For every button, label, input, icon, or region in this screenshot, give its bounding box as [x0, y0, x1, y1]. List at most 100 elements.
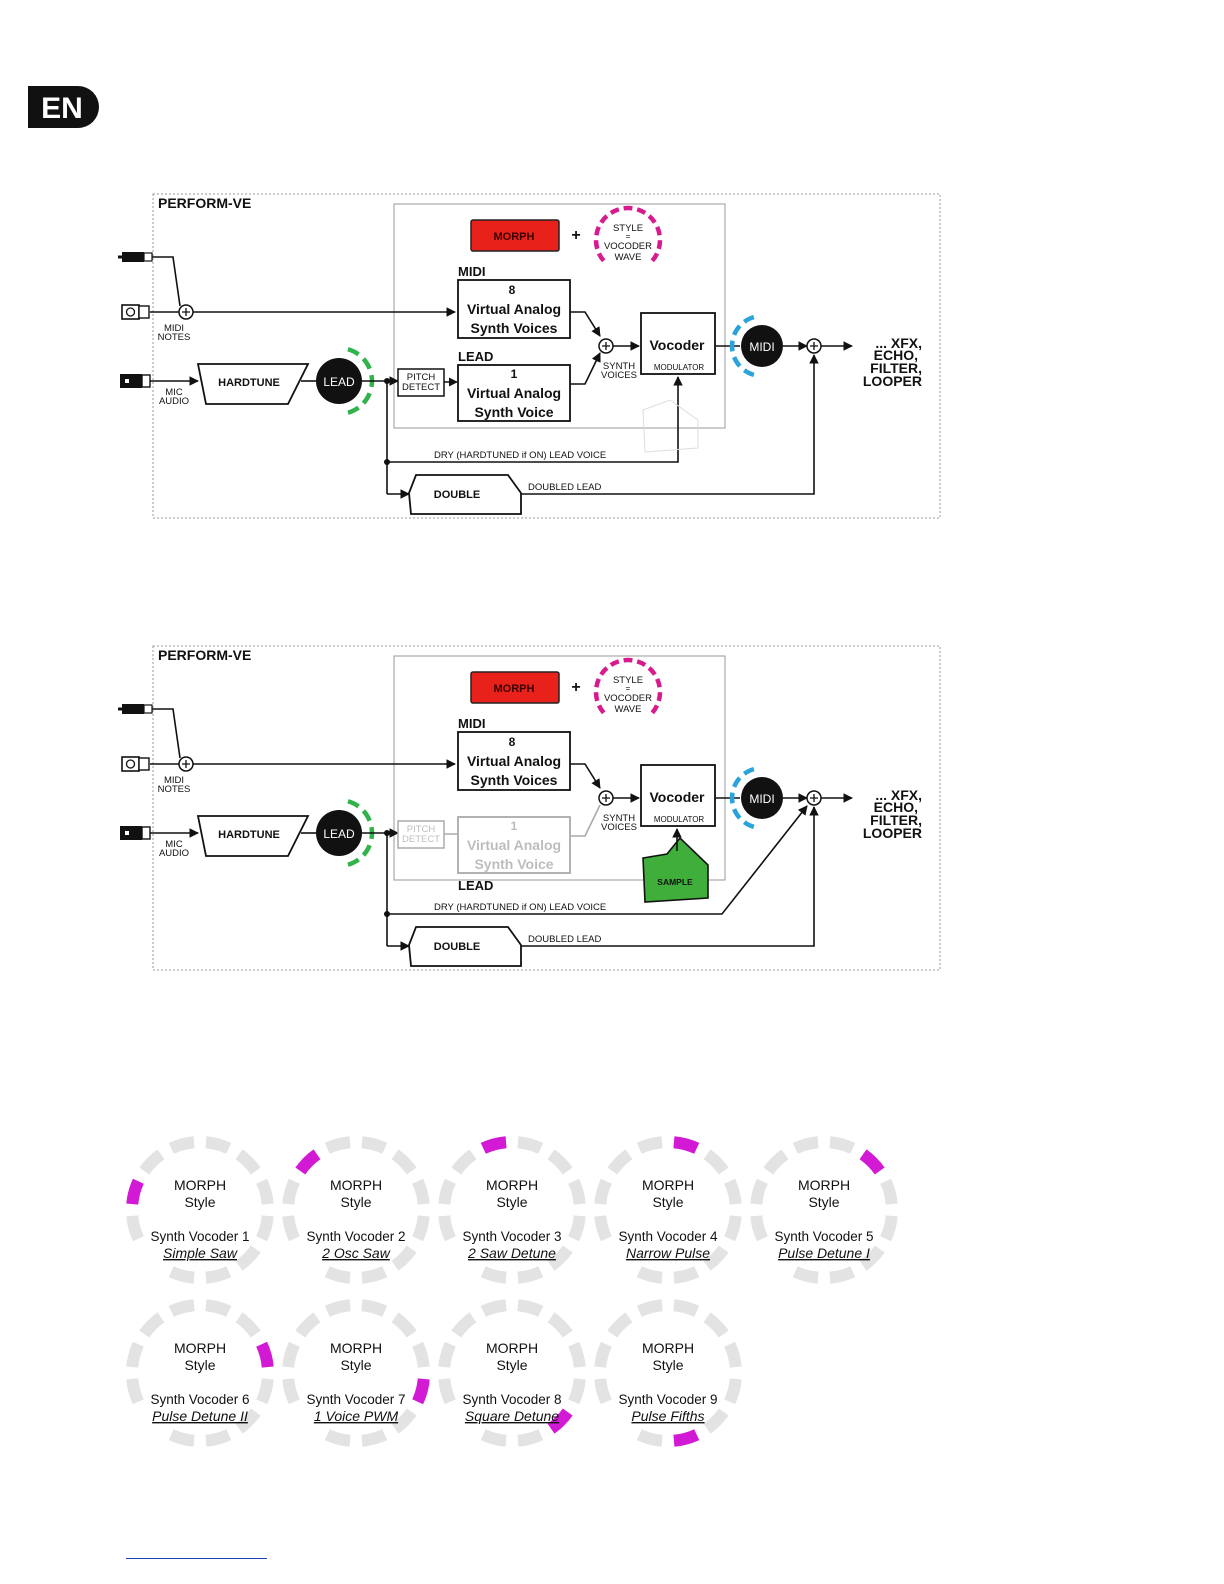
style-dial-segment: [594, 1178, 612, 1205]
morph-button[interactable]: [470, 219, 560, 252]
lead-knob[interactable]: [316, 358, 362, 404]
style-dial-line3: VOCODER: [604, 693, 652, 704]
dry-lead-to-output-arrow: [387, 805, 808, 915]
synth-voices-line2: VOICES: [601, 370, 637, 381]
synth-voices-line2: VOICES: [601, 822, 637, 833]
output-line2: ECHO,: [874, 347, 918, 363]
style-dial-name: Synth Vocoder 7: [306, 1392, 405, 1407]
mic-xlr-jack-icon: [120, 826, 151, 840]
style-dial-segment: [703, 1149, 729, 1175]
style-dial-segment: [673, 1299, 700, 1317]
midi-din-jack-icon: [121, 304, 150, 320]
style-dial-segment: [168, 1429, 195, 1447]
lead-section-label: LEAD: [458, 349, 493, 364]
style-dial-name: Synth Vocoder 6: [150, 1392, 249, 1407]
voice1-to-sum-arrow: [570, 804, 601, 837]
style-dial-style: Style: [184, 1194, 215, 1210]
pitch-detect-line1: PITCH: [407, 372, 436, 383]
synth-voices-8-count: 8: [509, 283, 516, 297]
style-dial-ring-segment: [599, 214, 609, 224]
style-dial-segment: [205, 1429, 232, 1447]
style-dial-segment: [205, 1266, 232, 1284]
style-dial-segment: [568, 1378, 586, 1405]
style-dial-active-segment: [673, 1136, 700, 1154]
style-dial-segment: [829, 1136, 856, 1154]
style-dial-segment: [517, 1136, 544, 1154]
midi-knob[interactable]: [741, 325, 783, 367]
voice1-to-sum-arrow: [570, 352, 601, 385]
style-dial-ring-segment: [609, 207, 620, 215]
style-dial-preset: Pulse Detune I: [778, 1245, 870, 1261]
style-dial-segment: [438, 1215, 456, 1242]
style-dial-segment: [126, 1215, 144, 1242]
style-dial-segment: [282, 1215, 300, 1242]
style-dial-segment: [607, 1312, 633, 1338]
perform-ve-frame: [152, 645, 941, 971]
style-dial-line4: WAVE: [615, 252, 642, 263]
style-dial-active-segment: [480, 1136, 507, 1154]
style-dial-segment: [763, 1149, 789, 1175]
style-dial-style: Style: [340, 1194, 371, 1210]
style-dial-segment: [205, 1299, 232, 1317]
style-dial-morph: MORPH: [486, 1340, 538, 1356]
pitch-detect-line1: PITCH: [407, 824, 436, 835]
output-line4: LOOPER: [863, 373, 922, 389]
footer-link-rule: [126, 1558, 267, 1559]
style-dial-segment: [594, 1378, 612, 1405]
style-dial-segment: [412, 1215, 430, 1242]
style-dial-segment: [568, 1215, 586, 1242]
midi-knob-ring: [729, 766, 755, 830]
midi-notes-line1: MIDI: [164, 323, 184, 334]
style-dial-style: Style: [652, 1357, 683, 1373]
lead-knob-ring-segment: [347, 347, 360, 357]
style-dial-morph: MORPH: [642, 1177, 694, 1193]
style-dial-segment: [880, 1178, 898, 1205]
synth-section-frame: [393, 655, 726, 881]
style-dial-preset: Pulse Fifths: [631, 1408, 704, 1424]
hardtune-block: [196, 815, 310, 857]
synth-voices-8-line2: Synth Voices: [471, 320, 558, 336]
vocoder-sub: MODULATOR: [654, 815, 705, 824]
lead-knob[interactable]: [316, 810, 362, 856]
style-dial-style: Style: [340, 1357, 371, 1373]
style-dial-preset: 2 Saw Detune: [467, 1245, 556, 1261]
style-dial-segment: [361, 1266, 388, 1284]
output-line2: ECHO,: [874, 799, 918, 815]
sample-block: [642, 836, 709, 903]
style-dial-style: Style: [496, 1357, 527, 1373]
style-dial-ring-segment: [655, 225, 662, 236]
midi-knob-label: MIDI: [749, 792, 774, 806]
vocoder-block: [640, 764, 716, 827]
style-dial-name: Synth Vocoder 3: [462, 1229, 561, 1244]
perform-ve-frame: [152, 193, 941, 519]
doubled-lead-arrow: [521, 806, 819, 947]
style-dial-active-segment: [295, 1149, 321, 1175]
style-dial-ring-segment: [594, 225, 601, 236]
sample-label: SAMPLE: [657, 877, 693, 887]
style-dial-segment: [235, 1245, 261, 1271]
midi-knob[interactable]: [741, 777, 783, 819]
lead-knob-label: LEAD: [323, 375, 355, 389]
doubled-lead-arrow: [521, 354, 819, 495]
pitch-detect-block: [397, 820, 445, 849]
language-badge-label: EN: [41, 92, 83, 125]
morph-button[interactable]: [470, 671, 560, 704]
synth-voice-1-count: 1: [511, 367, 518, 381]
style-dial-name: Synth Vocoder 5: [774, 1229, 873, 1244]
synth-voice-1-block: [457, 364, 571, 422]
style-dial-style: Style: [496, 1194, 527, 1210]
style-dial-style: Style: [808, 1194, 839, 1210]
midi-knob-ring: [729, 314, 755, 378]
synth-voices-8-line2: Synth Voices: [471, 772, 558, 788]
style-dial-segment: [703, 1312, 729, 1338]
style-dial-morph: MORPH: [174, 1177, 226, 1193]
style-dial-ring-segment: [647, 214, 657, 224]
midi-section-label: MIDI: [458, 716, 485, 731]
style-dial-active-segment: [859, 1149, 885, 1175]
style-dial-segment: [480, 1266, 507, 1284]
double-block: [408, 926, 522, 967]
style-dial-name: Synth Vocoder 2: [306, 1229, 405, 1244]
